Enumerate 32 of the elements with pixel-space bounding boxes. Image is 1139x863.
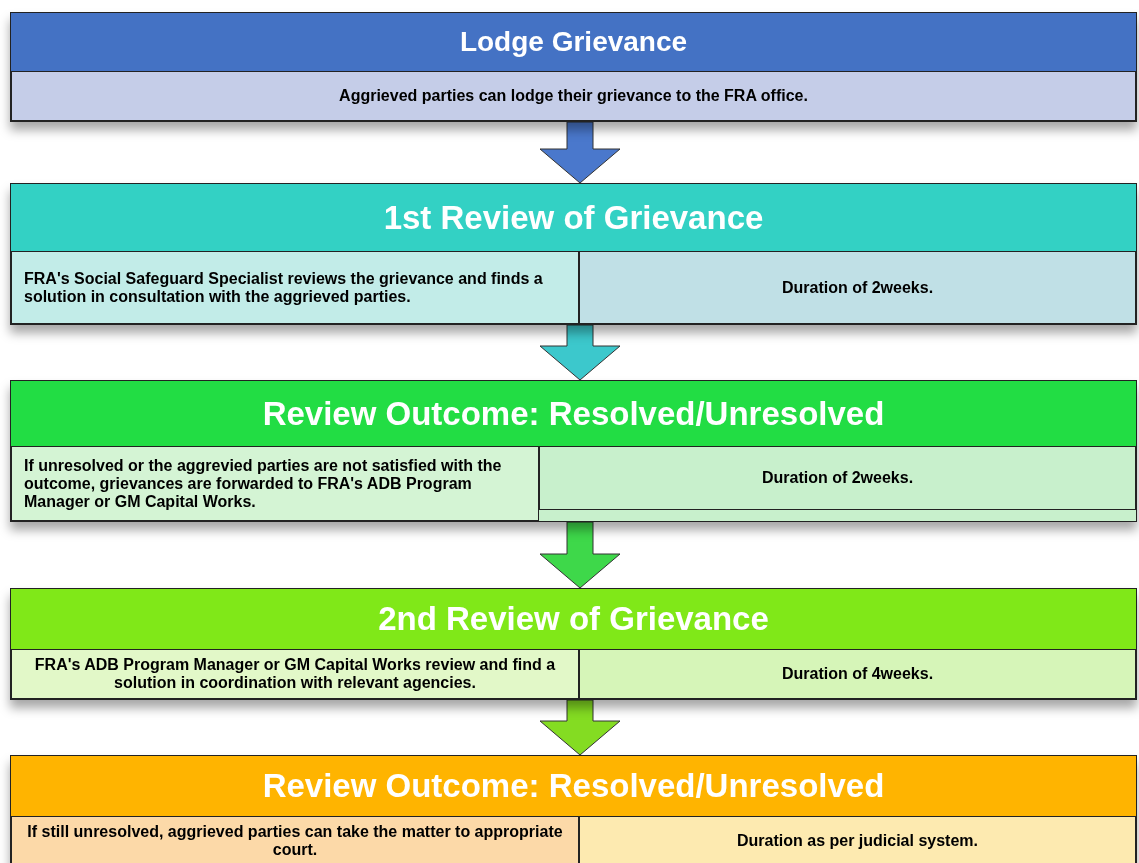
step-text: FRA's ADB Program Manager or GM Capital Works review and find a solution in coordination with relevant agencies. (33, 656, 557, 692)
step-text: Duration of 2weeks. (781, 278, 934, 297)
block-arrow (539, 699, 621, 756)
stage-panel (10, 755, 1137, 863)
stage-panel (10, 12, 1137, 122)
step-box (11, 446, 539, 521)
step-text: FRA's Social Safeguard Specialist reviews the grievance and finds a solution in consultation with the aggrieved parties. (24, 269, 544, 306)
step-text: Duration of 4weeks. (781, 665, 934, 683)
step-text: Duration as per judicial system. (737, 832, 978, 850)
stage-heading: Review Outcome: Resolved/Unresolved (11, 381, 1136, 446)
step-text: If still unresolved, aggrieved parties can take the matter to appropriate court. (26, 823, 564, 859)
stage-heading: 1st Review of Grievance (11, 184, 1136, 251)
step-text: Aggrieved parties can lodge their grievance to the FRA office. (339, 87, 808, 105)
stage-heading: Lodge Grievance (11, 13, 1136, 71)
stage-panel (10, 380, 1137, 522)
stage-heading: 2nd Review of Grievance (11, 589, 1136, 649)
block-arrow (539, 521, 621, 589)
stage-panel (10, 588, 1137, 700)
step-box (11, 649, 579, 699)
step-box (579, 816, 1136, 863)
step-text: Duration of 2weeks. (761, 469, 914, 487)
block-arrow (539, 324, 621, 381)
stage-heading: Review Outcome: Resolved/Unresolved (11, 756, 1136, 816)
step-box (579, 251, 1136, 324)
step-text: If unresolved or the aggrevied parties are not satisfied with the outcome, grievances are forwarded to FRA's ADB Program Manager or GM Capital Works. (24, 456, 503, 511)
step-box (11, 71, 1136, 121)
step-box (11, 251, 579, 324)
step-box (11, 816, 579, 863)
stage-panel (10, 183, 1137, 325)
step-box (539, 446, 1136, 510)
block-arrow (539, 121, 621, 184)
step-box (579, 649, 1136, 699)
